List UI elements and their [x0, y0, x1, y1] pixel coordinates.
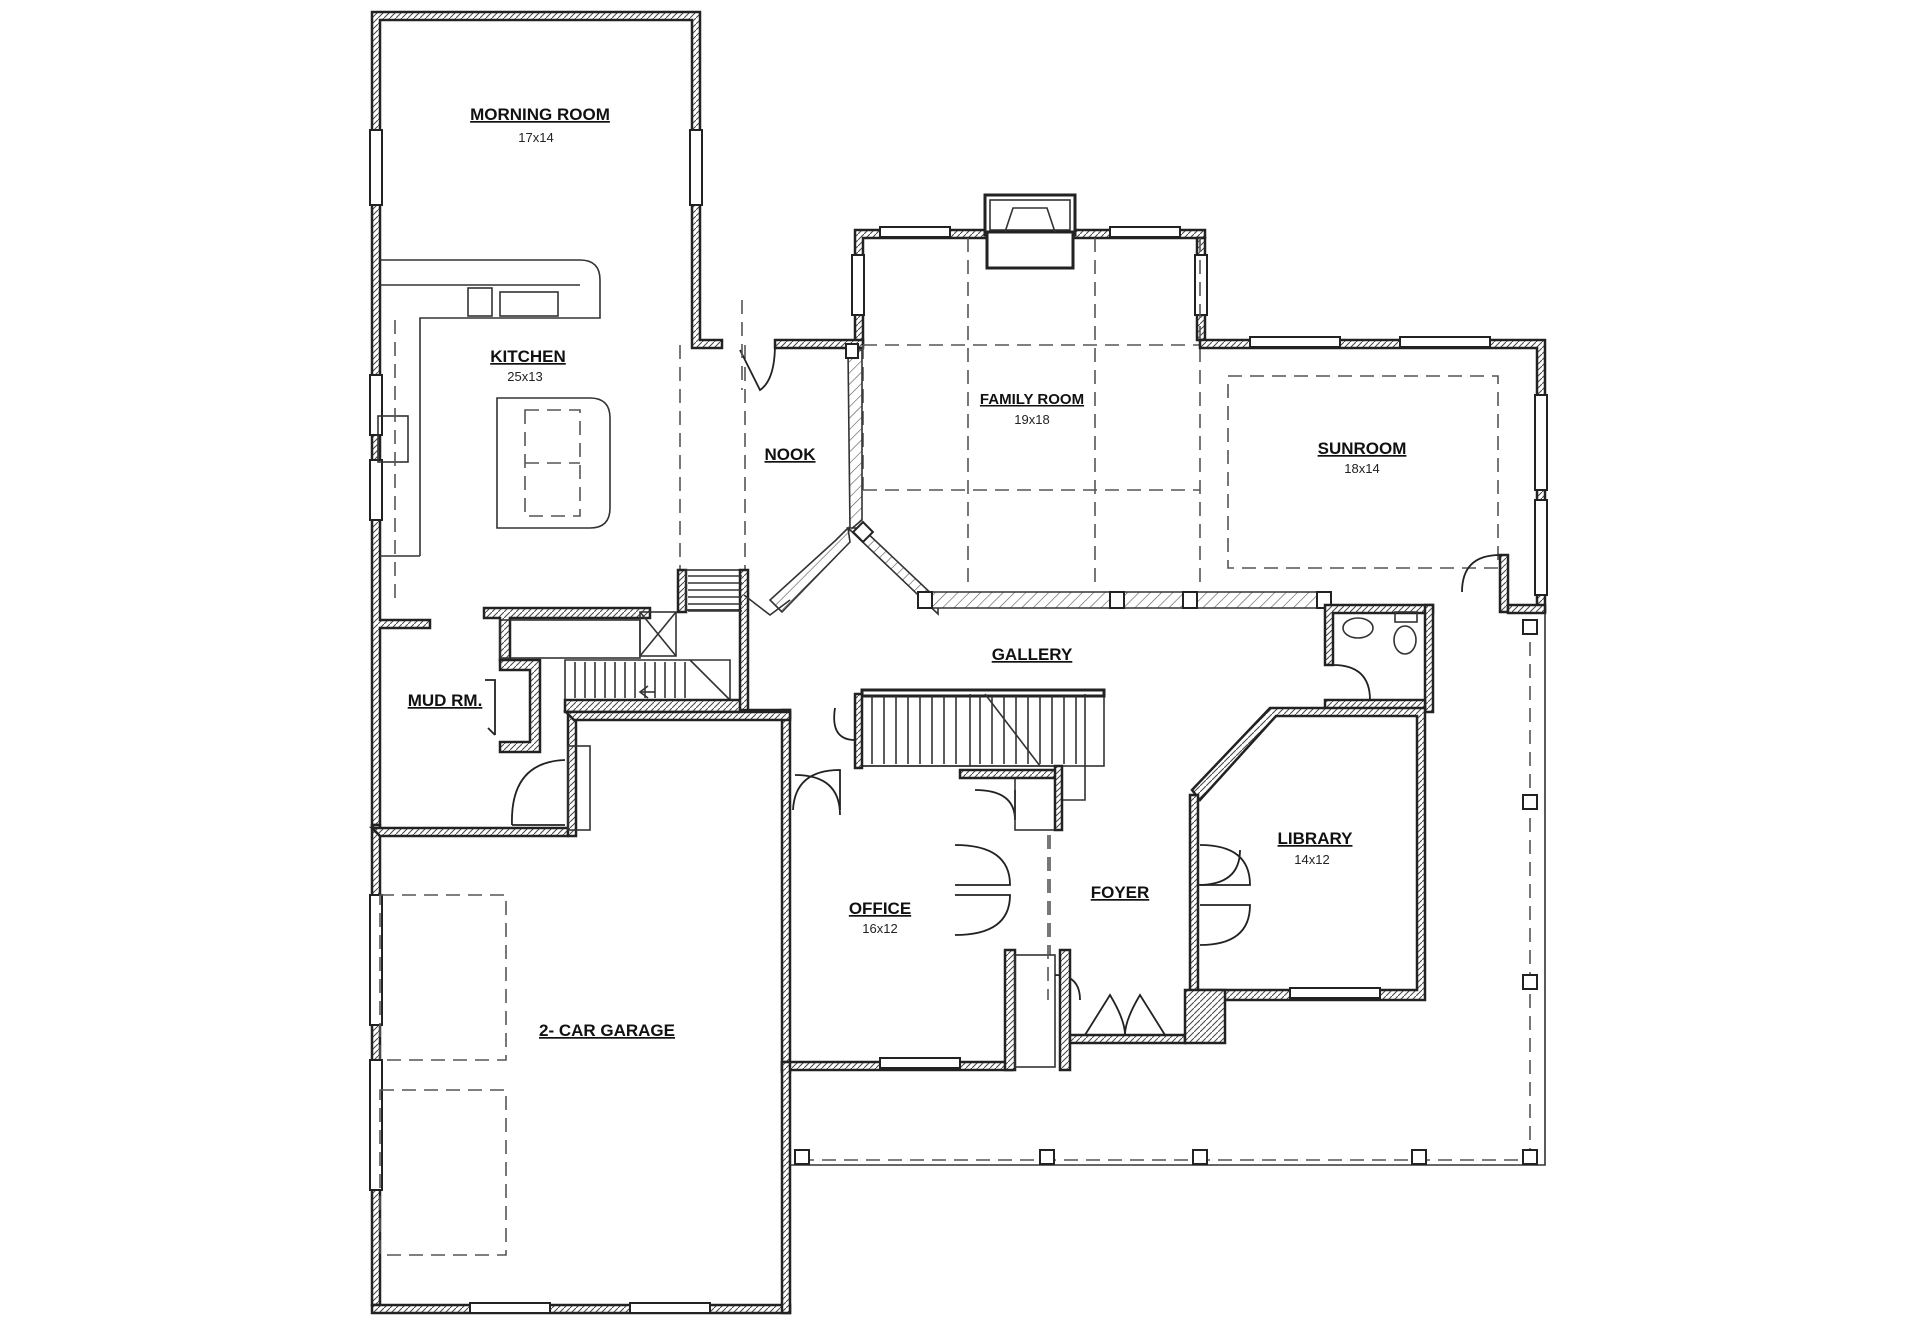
kitchen-interior-walls	[482, 345, 746, 754]
room-label-gallery: GALLERY	[992, 645, 1073, 664]
family-room-walls	[743, 193, 1332, 617]
sunroom-walls	[1198, 336, 1548, 614]
room-dims-morning-room: 17x14	[518, 130, 553, 145]
garage-walls	[369, 710, 792, 1315]
room-label-mud-room: MUD RM.	[408, 691, 483, 710]
room-label-nook: NOOK	[765, 445, 817, 464]
room-dims-library: 14x12	[1294, 852, 1329, 867]
room-dims-office: 16x12	[862, 921, 897, 936]
room-label-library: LIBRARY	[1278, 829, 1354, 848]
room-label-family-room: FAMILY ROOM	[980, 391, 1084, 408]
room-dims-family-room: 19x18	[1014, 412, 1049, 427]
room-dims-sunroom: 18x14	[1344, 461, 1379, 476]
gallery-doors	[794, 774, 841, 816]
room-label-morning-room: MORNING ROOM	[470, 105, 610, 124]
room-label-kitchen: KITCHEN	[490, 347, 566, 366]
room-label-foyer: FOYER	[1091, 883, 1150, 902]
mud-room-walls	[368, 679, 591, 838]
nook-door	[739, 300, 776, 392]
stair-treads	[574, 575, 1077, 764]
library-walls	[1188, 706, 1427, 1032]
basement-stairs	[563, 568, 750, 714]
room-label-office: OFFICE	[849, 899, 911, 918]
powder-bath	[1323, 603, 1435, 714]
room-dims-kitchen: 25x13	[507, 369, 542, 384]
room-label-garage: 2- CAR GARAGE	[539, 1021, 675, 1040]
room-label-sunroom: SUNROOM	[1318, 439, 1407, 458]
gallery-area	[738, 688, 1106, 1074]
office-foyer-walls	[780, 835, 1227, 1072]
kitchen-counters	[377, 259, 611, 600]
front-porch	[790, 603, 1547, 1166]
room-labels: MORNING ROOM 17x14 KITCHEN 25x13 NOOK FA…	[408, 105, 1407, 1040]
